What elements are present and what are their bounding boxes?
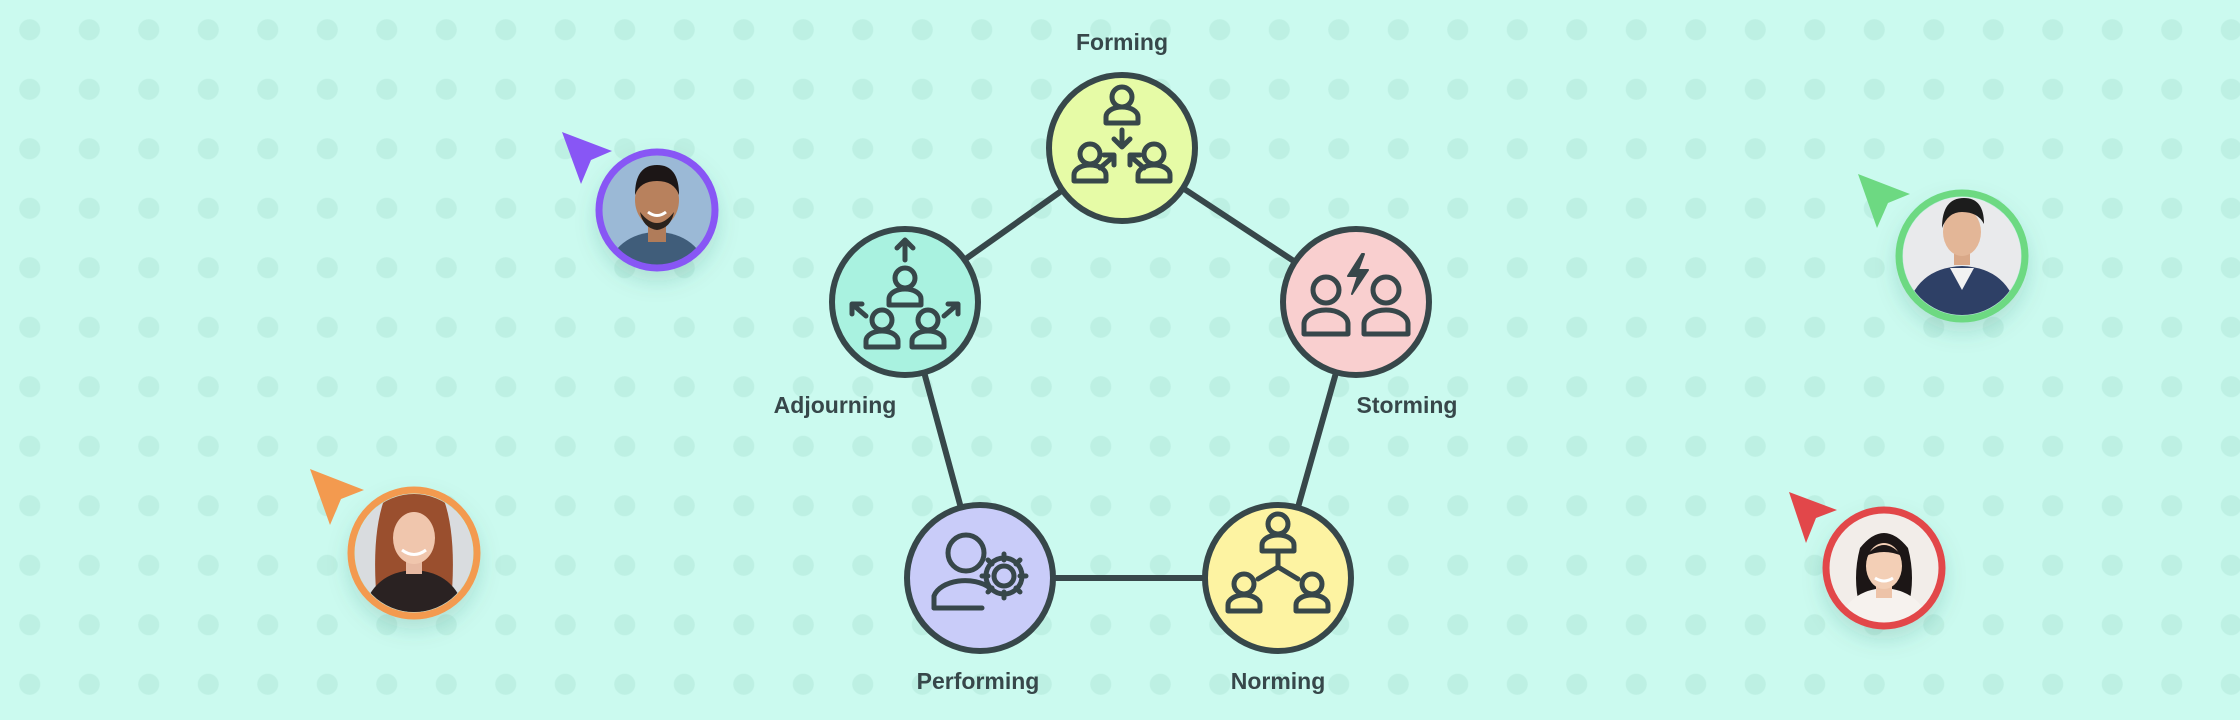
man-dark-hair-avatar <box>602 155 712 265</box>
stage-storming: Storming <box>1280 226 1458 418</box>
collaborator-orange <box>310 469 481 620</box>
green-cursor-icon <box>1858 174 1910 228</box>
team-connection-icon <box>1225 511 1331 614</box>
stage-forming-label: Forming <box>1076 29 1168 55</box>
stage-performing-circle <box>904 502 1056 654</box>
stage-storming-label: Storming <box>1357 392 1458 418</box>
stage-performing: Performing <box>904 502 1056 694</box>
man-suit-avatar <box>1903 197 2021 315</box>
collaborator-green <box>1858 174 2029 323</box>
stage-adjourning: Adjourning <box>774 226 981 418</box>
collaborator-red <box>1789 492 1946 630</box>
woman-dark-hair-avatar <box>1829 513 1939 623</box>
stage-adjourning-label: Adjourning <box>774 392 897 418</box>
person-gear-icon <box>931 532 1029 611</box>
stage-norming-circle <box>1202 502 1354 654</box>
converge-people-icon <box>1071 84 1173 184</box>
stage-norming-label: Norming <box>1231 668 1326 694</box>
diverge-people-icon <box>849 237 961 350</box>
red-cursor-icon <box>1789 492 1837 543</box>
orange-cursor-icon <box>310 469 364 525</box>
stage-storming-circle <box>1280 226 1432 378</box>
stage-forming: Forming <box>1046 29 1198 224</box>
woman-red-hair-avatar <box>355 494 473 612</box>
stage-norming: Norming <box>1202 502 1354 694</box>
conflict-people-icon <box>1301 253 1411 337</box>
collaborator-purple <box>562 132 719 272</box>
purple-cursor-icon <box>562 132 612 184</box>
stage-performing-label: Performing <box>917 668 1040 694</box>
